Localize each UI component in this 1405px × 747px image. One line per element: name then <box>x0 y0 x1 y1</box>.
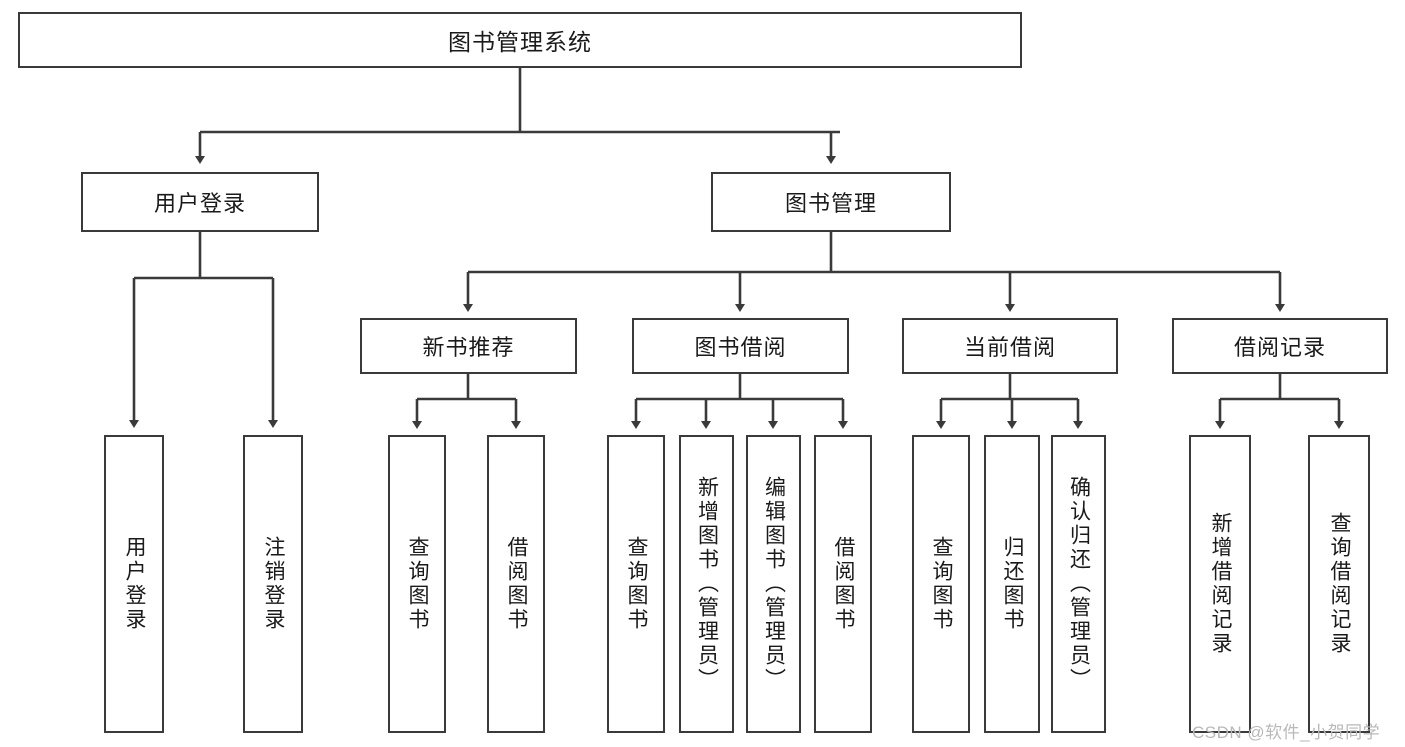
node-leaf-label: 借阅图书 <box>832 536 856 632</box>
node-leaf[interactable]: 借阅图书 <box>487 435 545 733</box>
node-leaf[interactable]: 查询借阅记录 <box>1308 435 1370 733</box>
node-level3-label: 新书推荐 <box>422 335 515 360</box>
node-level2-label: 用户登录 <box>153 191 246 216</box>
node-leaf[interactable]: 用户登录 <box>104 435 164 733</box>
node-level2[interactable]: 用户登录 <box>81 172 319 232</box>
node-leaf-label: 借阅图书 <box>505 536 529 632</box>
node-leaf-label: 归还图书 <box>1001 536 1025 632</box>
node-leaf-label: 新增借阅记录 <box>1209 512 1233 656</box>
node-leaf[interactable]: 查询图书 <box>912 435 970 733</box>
node-leaf[interactable]: 借阅图书 <box>814 435 872 733</box>
node-level2[interactable]: 图书管理 <box>711 172 951 232</box>
node-level3-label: 图书借阅 <box>694 335 787 360</box>
node-leaf[interactable]: 新增图书（管理员） <box>679 435 734 733</box>
node-leaf[interactable]: 查询图书 <box>607 435 665 733</box>
node-root[interactable]: 图书管理系统 <box>18 12 1022 68</box>
node-leaf[interactable]: 新增借阅记录 <box>1189 435 1251 733</box>
node-leaf-label: 新增图书（管理员） <box>695 476 719 692</box>
node-level3-label: 当前借阅 <box>963 335 1056 360</box>
node-leaf[interactable]: 查询图书 <box>388 435 446 733</box>
node-level3[interactable]: 借阅记录 <box>1172 318 1388 374</box>
watermark: CSDN @软件_小贺同学 <box>1192 723 1381 742</box>
node-leaf[interactable]: 注销登录 <box>243 435 303 733</box>
node-leaf-label: 编辑图书（管理员） <box>762 476 786 692</box>
node-level3[interactable]: 当前借阅 <box>902 318 1118 374</box>
node-level3[interactable]: 图书借阅 <box>632 318 849 374</box>
node-level3[interactable]: 新书推荐 <box>360 318 577 374</box>
node-leaf-label: 确认归还（管理员） <box>1067 476 1091 692</box>
node-level2-label: 图书管理 <box>784 191 877 216</box>
node-root-label: 图书管理系统 <box>448 29 592 55</box>
node-leaf[interactable]: 归还图书 <box>984 435 1040 733</box>
node-level3-label: 借阅记录 <box>1233 335 1326 360</box>
node-leaf-label: 查询图书 <box>406 536 430 632</box>
node-leaf[interactable]: 确认归还（管理员） <box>1051 435 1106 733</box>
node-leaf-label: 查询图书 <box>930 536 954 632</box>
node-leaf-label: 查询图书 <box>625 536 649 632</box>
node-leaf-label: 用户登录 <box>123 536 147 632</box>
node-leaf[interactable]: 编辑图书（管理员） <box>746 435 801 733</box>
node-leaf-label: 查询借阅记录 <box>1328 512 1352 656</box>
node-leaf-label: 注销登录 <box>262 536 286 632</box>
